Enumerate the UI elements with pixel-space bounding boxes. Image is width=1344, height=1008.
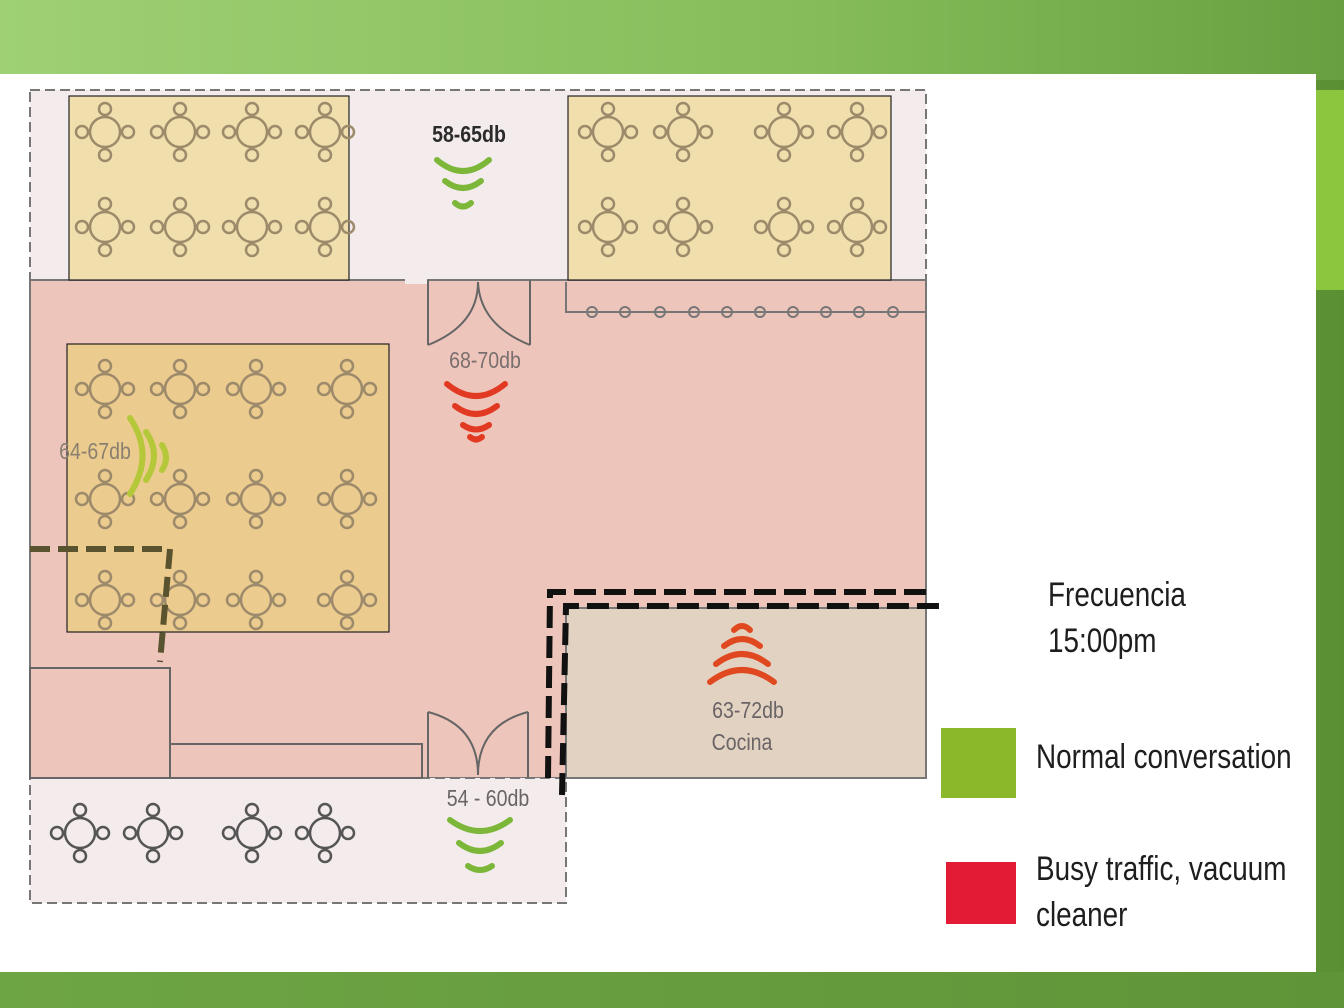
table-zone-top-right [567,95,892,281]
boundary-kitchen-inner [559,603,944,796]
db-label-kitchen: 63-72db [712,698,784,724]
top-doors [405,276,531,346]
accent-bar [1316,90,1344,290]
legend-swatch-green [941,728,1016,798]
boundary-kitchen-outer [545,589,928,779]
bottom-doors [427,711,529,778]
legend-label-busy: Busy traffic, vacuum cleaner [1036,846,1287,938]
legend-title-line1: Frecuencia [1048,576,1186,614]
bar-counter [565,282,926,318]
sound-wave-icon [444,381,508,443]
legend-title: Frecuencia 15:00pm [1048,572,1186,664]
sound-wave-icon [707,623,777,685]
db-label-center: 68-70db [449,348,521,374]
service-counter [169,743,423,779]
db-label-top: 58-65db [432,122,506,148]
legend-label-normal: Normal conversation [1036,738,1292,776]
legend-label-busy-line2: cleaner [1036,896,1128,934]
footer-band [0,972,1344,1008]
boundary-left [30,546,174,663]
sound-wave-icon [434,157,492,210]
bottom-terrace [29,777,567,904]
sound-wave-icon [127,415,169,497]
legend-title-line2: 15:00pm [1048,622,1157,660]
legend-swatch-red [946,862,1016,924]
legend-label-busy-line1: Busy traffic, vacuum [1036,850,1287,888]
kitchen-label: Cocina [712,730,773,756]
sound-wave-icon [447,817,513,873]
service-room [29,667,171,779]
header-band [0,0,1344,80]
db-label-bottom: 54 - 60db [447,786,530,812]
db-label-left: 64-67db [59,439,131,465]
